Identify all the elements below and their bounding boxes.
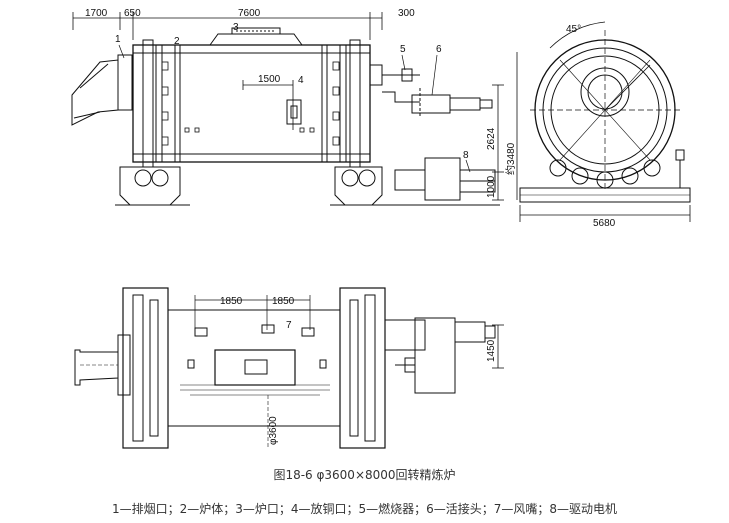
burner — [369, 64, 383, 86]
drive-gearbox — [424, 157, 461, 201]
dim-3480: 约3480 — [504, 142, 517, 175]
figure-title: 图18-6 φ3600×8000回转精炼炉 — [273, 468, 456, 482]
label-8: 8 — [463, 150, 469, 161]
label-2: 2 — [174, 36, 180, 47]
dim-5680: 5680 — [593, 218, 616, 229]
dim-1700: 1700 — [85, 8, 108, 19]
dim-1500: 1500 — [258, 74, 281, 85]
label-3: 3 — [233, 22, 239, 33]
dim-650: 650 — [124, 8, 141, 19]
plan-drive-unit — [414, 317, 456, 394]
figure-legend: 1—排烟口；2—炉体；3—炉口；4—放铜口；5—燃烧器；6—活接头；7—风嘴；8… — [111, 502, 618, 516]
tapping-hole — [286, 99, 302, 125]
plan-furnace-body — [167, 309, 341, 427]
dim-1850-left: 1850 — [220, 296, 243, 307]
dim-300: 300 — [398, 8, 415, 19]
dim-7600: 7600 — [238, 8, 261, 19]
left-support — [119, 166, 181, 206]
support-rollers — [549, 159, 661, 189]
plan-right-end — [339, 287, 386, 449]
side-view: 45° 5680 — [519, 21, 691, 229]
front-view: 1700 650 7600 300 — [71, 8, 518, 206]
label-5: 5 — [400, 44, 406, 55]
engineering-drawing: 1700 650 7600 300 — [71, 8, 691, 449]
dim-phi-3600: φ3600 — [268, 416, 279, 445]
dim-1450: 1450 — [486, 339, 497, 362]
label-1: 1 — [115, 34, 121, 45]
dim-2624: 2624 — [486, 127, 497, 150]
furnace-shell — [132, 44, 371, 163]
label-6: 6 — [436, 44, 442, 55]
furnace-mouth — [209, 33, 303, 46]
label-4: 4 — [298, 75, 304, 86]
tuyere-marks — [161, 61, 340, 146]
right-support — [334, 166, 383, 206]
swivel-coupling — [382, 91, 420, 103]
exhaust-duct — [71, 59, 119, 126]
plan-view: 1850 1850 7 φ3600 1450 — [74, 287, 504, 449]
dim-45deg: 45° — [566, 24, 581, 35]
label-7: 7 — [286, 320, 292, 331]
exhaust-flange — [117, 54, 133, 111]
plan-exhaust-duct — [74, 349, 119, 386]
dim-1850-right: 1850 — [272, 296, 295, 307]
dim-1000: 1000 — [486, 175, 497, 198]
